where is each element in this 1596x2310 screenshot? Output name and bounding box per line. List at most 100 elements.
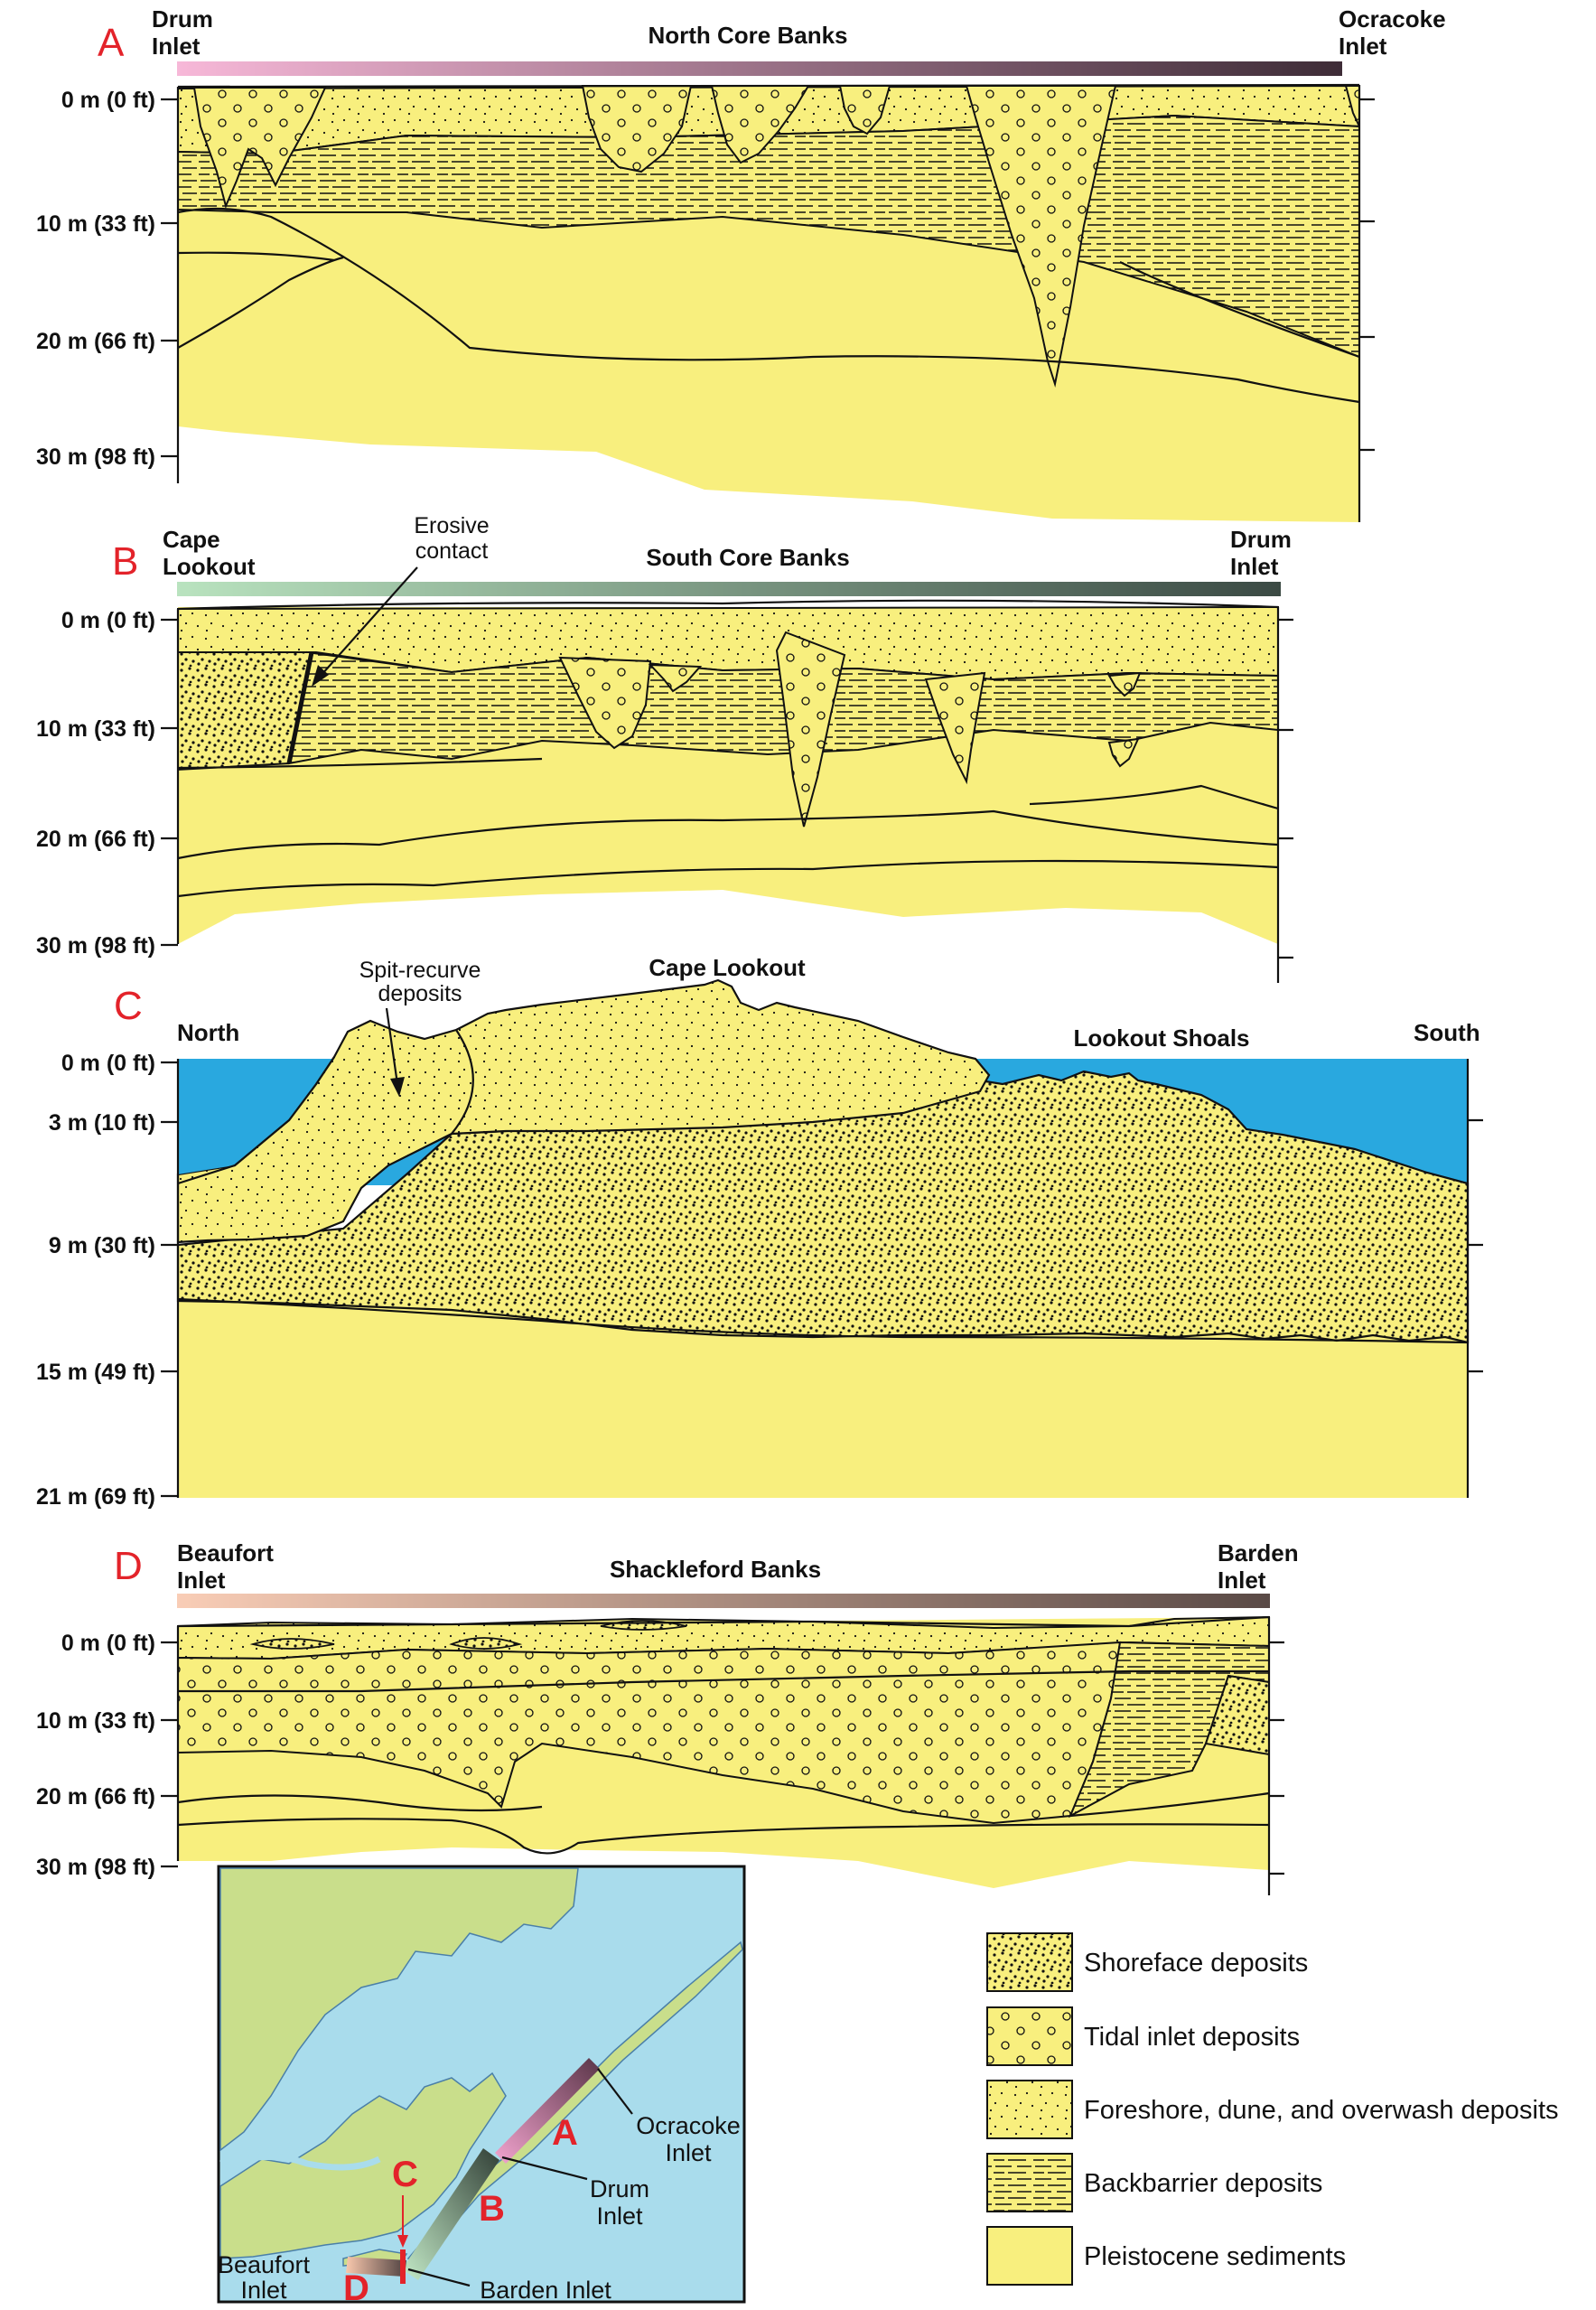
panel-c-right-ticks	[1468, 1118, 1483, 1373]
map-letter-a: A	[552, 2113, 578, 2153]
panel-b-erosive-contact-arrowhead	[312, 665, 329, 687]
panel-d-y-tick-1: 10 m (33 ft)	[36, 1708, 155, 1734]
panel-b-left-label-line1: Cape	[163, 526, 220, 553]
panel-c-center-label: Cape Lookout	[649, 954, 806, 981]
map-estuary	[219, 2154, 381, 2171]
panel-b-tidal-2	[648, 663, 703, 693]
panel-d-contact-1	[178, 1669, 1269, 1693]
panel-d-shoreface-lens-2	[449, 1637, 523, 1650]
panel-b-annotation-line2: contact	[415, 538, 489, 564]
map-letter-b: B	[479, 2189, 505, 2229]
panel-d-tidal	[177, 1641, 1122, 1825]
panel-c-annotation-line2: deposits	[378, 981, 462, 1006]
map-section-a	[495, 2058, 600, 2164]
panel-b: B Cape Lookout South Core Banks Drum Inl…	[36, 513, 1293, 983]
panel-c-y-tick-3: 15 m (49 ft)	[36, 1360, 155, 1385]
panel-d-gradient-bar	[177, 1594, 1270, 1608]
panel-c-left-ticks	[161, 1061, 178, 1498]
panel-d-top-surface	[177, 1615, 1270, 1628]
panel-c-spit-arrow	[385, 1007, 399, 1085]
legend-item-pleistocene: Pleistocene sediments	[986, 2226, 1346, 2286]
panel-d-right-label-line1: Barden	[1218, 1539, 1299, 1566]
panel-c-north-water	[178, 1059, 334, 1174]
panel-c-right-label: South	[1414, 1019, 1480, 1046]
panel-c-foreshore	[176, 978, 991, 1244]
panel-d-right-ticks	[1269, 1641, 1284, 1875]
panel-a-tidal-3	[710, 85, 810, 164]
panel-letter-b: B	[112, 539, 138, 584]
panel-c-lower-contact	[177, 1297, 1469, 1344]
panel-c-shoals-label: Lookout Shoals	[1074, 1024, 1250, 1052]
map-c-arrowhead	[397, 2235, 408, 2248]
locator-map: A B C D Ocracoke Inlet Drum Inlet Beaufo…	[217, 1865, 746, 2308]
panel-d-y-tick-2: 20 m (66 ft)	[36, 1784, 155, 1810]
panel-b-right-ticks	[1278, 618, 1293, 959]
legend-label-tidal: Tidal inlet deposits	[1084, 2023, 1300, 2052]
panel-c-pleistocene	[178, 1299, 1468, 1498]
panel-b-tidal-6	[1107, 737, 1140, 768]
panel-d-contact-4	[1069, 1791, 1270, 1818]
panel-a-gradient-bar	[177, 61, 1342, 76]
panel-a-center-label: North Core Banks	[648, 22, 847, 49]
legend-label-shoreface: Shoreface deposits	[1084, 1949, 1308, 1978]
map-label-drum-line1: Drum	[590, 2175, 649, 2202]
panel-d-left-label-line1: Beaufort	[177, 1539, 274, 1566]
map-mainland-north	[219, 1867, 579, 2152]
map-letter-d: D	[343, 2268, 369, 2308]
map-letter-c: C	[392, 2155, 418, 2194]
legend-swatch-pleistocene	[986, 2226, 1073, 2286]
panel-c-annotation-line1: Spit-recurve	[359, 958, 481, 983]
panel-b-y-tick-0: 0 m (0 ft)	[61, 608, 155, 633]
panel-a-contact-4	[1119, 261, 1360, 359]
map-label-ocracoke-line1: Ocracoke	[636, 2112, 741, 2139]
map-label-barden: Barden Inlet	[480, 2277, 611, 2304]
panel-b-contact-1	[177, 809, 1279, 860]
panel-b-y-tick-3: 30 m (98 ft)	[36, 933, 155, 959]
panel-d-shoreface-lens-1	[249, 1638, 335, 1650]
panel-d-left-ticks	[161, 1641, 178, 1868]
panel-c-y-tick-4: 21 m (69 ft)	[36, 1484, 155, 1510]
panel-d-y-tick-0: 0 m (0 ft)	[61, 1631, 155, 1656]
legend-item-backbarrier: Backbarrier deposits	[986, 2153, 1322, 2212]
panel-b-top-surface	[177, 599, 1279, 611]
panel-b-tidal-3	[775, 631, 846, 828]
panel-c-y-tick-0: 0 m (0 ft)	[61, 1051, 155, 1076]
panel-d-right-label-line2: Inlet	[1218, 1566, 1266, 1594]
panel-a-y-tick-2: 20 m (66 ft)	[36, 329, 155, 354]
map-leader-drum	[501, 2156, 588, 2181]
panel-b-annotation-line1: Erosive	[414, 513, 489, 538]
panel-letter-c: C	[114, 984, 143, 1028]
legend: Shoreface deposits Tidal inlet deposits …	[986, 1932, 1559, 2286]
panel-a-y-tick-1: 10 m (33 ft)	[36, 211, 155, 237]
legend-swatch-foreshore	[986, 2080, 1073, 2139]
panel-b-right-label-line2: Inlet	[1230, 553, 1279, 580]
panel-a-contact-3	[177, 251, 335, 262]
panel-b-erosive-contact-arrow	[320, 566, 418, 677]
panel-b-contact-2	[177, 859, 1279, 898]
legend-item-foreshore: Foreshore, dune, and overwash deposits	[986, 2080, 1559, 2139]
map-section-b	[402, 2148, 499, 2280]
legend-swatch-backbarrier	[986, 2153, 1073, 2212]
panel-b-left-label-line2: Lookout	[163, 553, 256, 580]
map-section-d	[346, 2257, 406, 2277]
map-leader-ocracoke	[597, 2068, 633, 2115]
legend-label-pleistocene: Pleistocene sediments	[1084, 2242, 1346, 2271]
panel-b-y-tick-2: 20 m (66 ft)	[36, 827, 155, 852]
panel-b-right-label-line1: Drum	[1230, 526, 1292, 553]
legend-item-shoreface: Shoreface deposits	[986, 1932, 1308, 1992]
panel-b-y-tick-1: 10 m (33 ft)	[36, 716, 155, 742]
panel-d-center-label: Shackleford Banks	[610, 1556, 821, 1583]
panel-a-y-tick-3: 30 m (98 ft)	[36, 444, 155, 470]
panel-d-contact-3	[177, 1818, 1270, 1855]
panel-b-contact-3	[1029, 784, 1279, 810]
panel-b-tidal-4	[924, 671, 986, 785]
panel-d: D Beaufort Inlet Shackleford Banks Barde…	[36, 1539, 1299, 1895]
legend-swatch-shoreface	[986, 1932, 1073, 1992]
map-label-ocracoke-line2: Inlet	[665, 2139, 712, 2166]
panel-a-left-label-line1: Drum	[152, 5, 213, 33]
panel-a-right-ticks	[1359, 98, 1375, 452]
panel-a-contact-1	[177, 207, 1360, 404]
panel-b-tidal-5	[1107, 671, 1142, 697]
map-label-beaufort-line1: Beaufort	[218, 2251, 311, 2278]
